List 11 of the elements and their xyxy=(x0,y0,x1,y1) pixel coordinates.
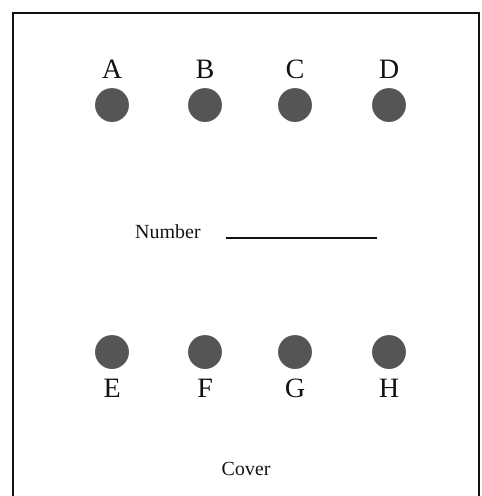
circle-letter: H xyxy=(378,374,400,404)
circle-letter: A xyxy=(102,55,122,85)
circle-letter: E xyxy=(103,374,121,404)
circle-letter: B xyxy=(196,55,214,85)
circle-letter: G xyxy=(284,374,306,404)
field-label: Number xyxy=(135,221,201,243)
card-border xyxy=(12,12,480,496)
circle-letter: D xyxy=(378,55,400,85)
circle-letter: F xyxy=(197,374,213,404)
cover-label: Cover xyxy=(220,458,272,480)
circle-letter: C xyxy=(286,55,304,85)
